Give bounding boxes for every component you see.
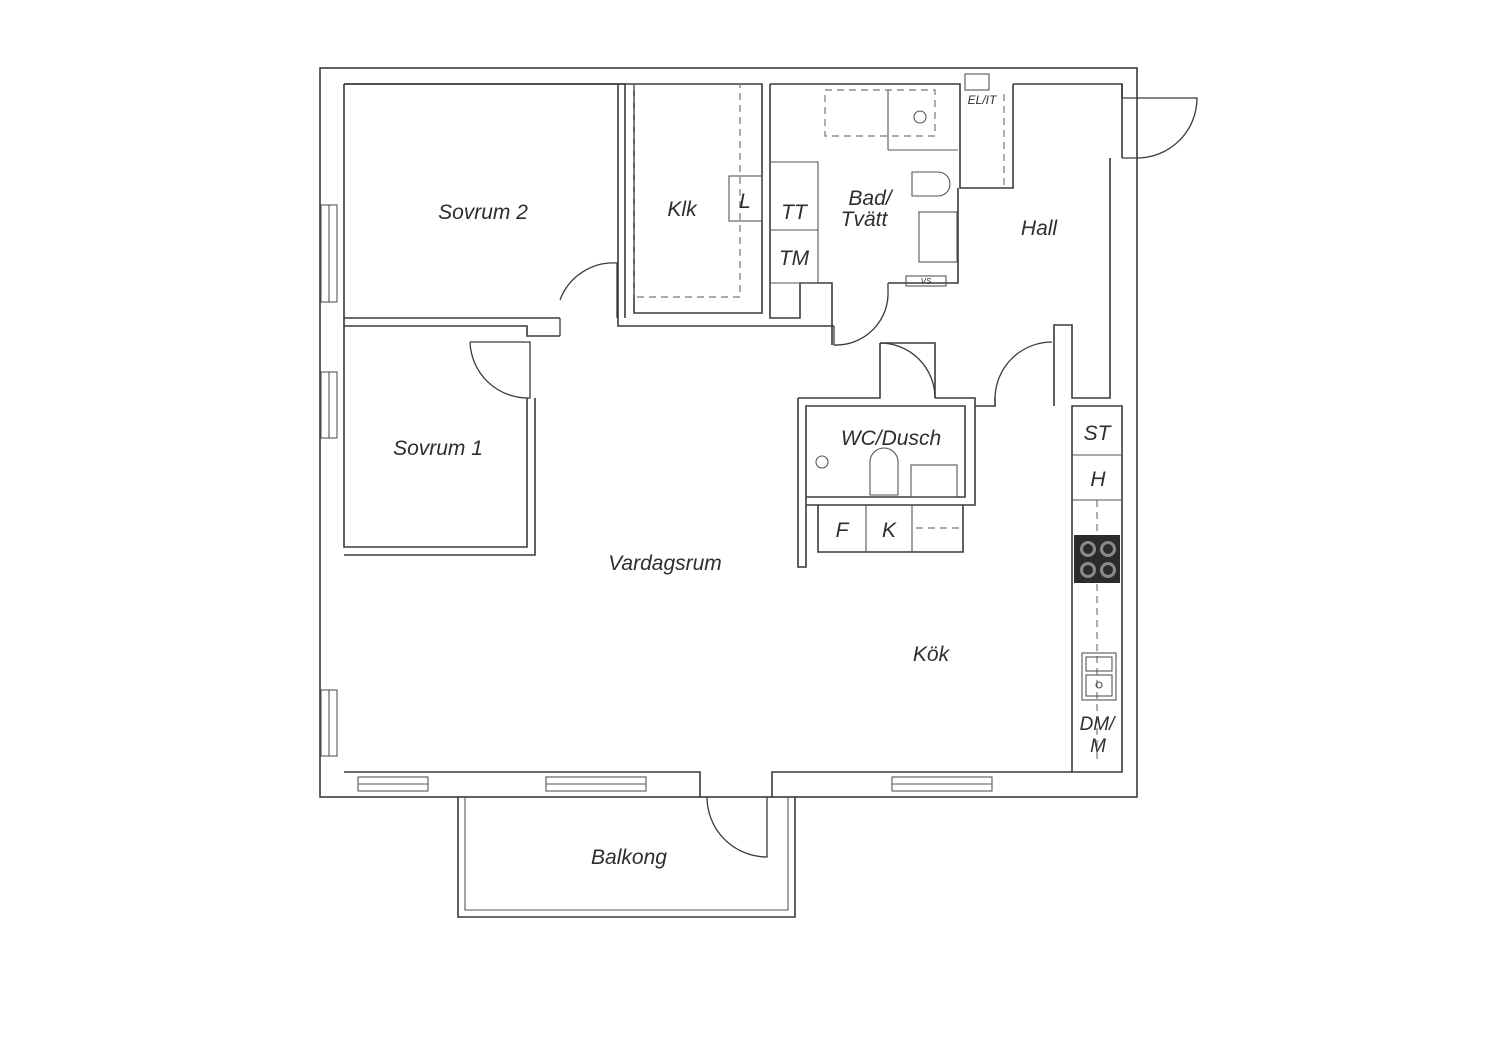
fixture-label-k: K <box>882 519 897 542</box>
fixture-label-tt: TT <box>781 201 809 224</box>
room-label-bad-line2: Tvätt <box>841 208 889 231</box>
fixture-label-st: ST <box>1084 422 1113 445</box>
stove <box>1074 535 1120 583</box>
room-label-klk: Klk <box>667 198 698 221</box>
room-label-sovrum1: Sovrum 1 <box>393 437 483 460</box>
fixture-label-h: H <box>1090 468 1106 491</box>
room-label-hall: Hall <box>1021 217 1059 240</box>
fixture-label-dm-line2: M <box>1090 736 1106 757</box>
interior-walls <box>343 83 1123 797</box>
fixture-label-dm-line1: DM/ <box>1080 714 1117 735</box>
room-label-kok: Kök <box>913 643 951 666</box>
room-label-bad-line1: Bad/ <box>848 187 893 210</box>
fixture-label-vs: VS <box>921 277 932 286</box>
room-label-vardagsrum: Vardagsrum <box>608 552 722 575</box>
balcony <box>457 797 796 918</box>
fixture-label-f: F <box>836 519 850 542</box>
room-label-balkong: Balkong <box>591 846 667 869</box>
fixture-label-linen: L <box>739 190 751 213</box>
windows <box>320 204 993 792</box>
bathroom-fixtures <box>815 73 990 498</box>
closet-outlines <box>633 84 1122 760</box>
room-label-sovrum2: Sovrum 2 <box>438 201 528 224</box>
fixture-label-tm: TM <box>779 247 810 270</box>
kitchen-sink <box>1081 652 1117 701</box>
fixture-label-el-it: EL/IT <box>968 93 998 107</box>
room-label-wc: WC/Dusch <box>841 427 941 450</box>
doors <box>469 97 1198 858</box>
